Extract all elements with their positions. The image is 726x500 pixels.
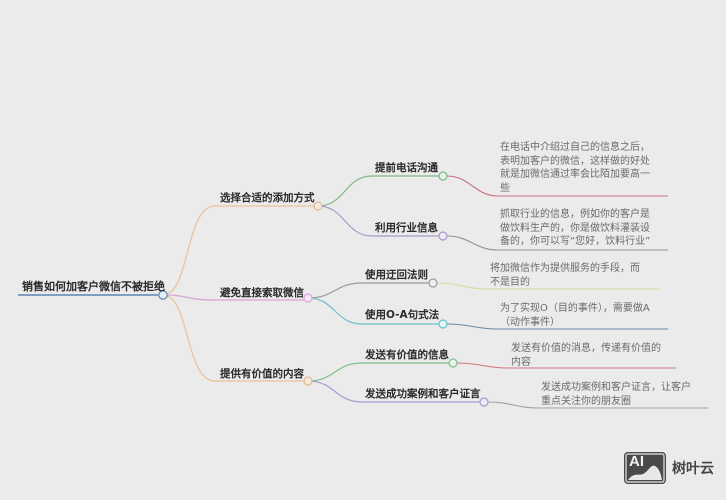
branch-topic-provide-value[interactable]: 提供有价值的内容	[220, 368, 304, 380]
connector-b1-c2	[317, 205, 439, 237]
note-industry-info: 抓取行业的信息，例如你的客户是 做饮料生产的，你是做饮料灌装设 备的，你可以写“…	[500, 209, 651, 247]
logo-ai-text: AI	[629, 453, 644, 470]
connector-note-6	[487, 401, 708, 409]
subtopic-indirect-rule[interactable]: 使用迂回法则	[365, 269, 428, 281]
note-indirect-rule: 将加微信作为提供服务的手段，而 不是目的	[490, 263, 640, 288]
b2c1-node-handle[interactable]	[428, 278, 438, 288]
root-topic[interactable]: 销售如何加客户微信不被拒绝	[22, 280, 165, 293]
branch1-node-handle[interactable]	[313, 201, 323, 211]
root-node-handle[interactable]	[158, 290, 168, 300]
note-oa-sentence: 为了实现O（目的事件），需要做A （动作事件）	[500, 303, 650, 328]
connector-root-branch3	[162, 294, 304, 382]
note-send-cases: 发送成功案例和客户证言，让客户 重点关注你的朋友圈	[541, 382, 691, 407]
branch-topic-choose-method[interactable]: 选择合适的添加方式	[220, 192, 315, 204]
connector-b3-c1	[307, 362, 449, 382]
mountain-icon	[625, 453, 665, 483]
note-send-valuable-info: 发送有价值的消息，传递有价值的 内容	[511, 343, 661, 368]
connector-note-5	[456, 362, 676, 369]
connector-b3-c2	[307, 380, 480, 403]
connector-note-1	[446, 175, 668, 197]
branch-topic-avoid-direct-ask[interactable]: 避免直接索取微信	[220, 287, 304, 299]
branch2-node-handle[interactable]	[303, 293, 313, 303]
brand-name: 树叶云	[672, 461, 714, 477]
ai-image-icon: AI	[624, 452, 666, 484]
connector-note-3	[436, 282, 660, 290]
subtopic-industry-info[interactable]: 利用行业信息	[375, 222, 438, 234]
branch3-node-handle[interactable]	[303, 376, 313, 386]
b2c2-node-handle[interactable]	[438, 319, 448, 329]
connector-b2-c1	[307, 282, 429, 299]
connector-note-4	[446, 323, 668, 330]
subtopic-send-cases[interactable]: 发送成功案例和客户证言	[365, 388, 481, 400]
b3c1-node-handle[interactable]	[448, 358, 458, 368]
subtopic-send-valuable-info[interactable]: 发送有价值的信息	[365, 349, 449, 361]
connector-b1-c1	[317, 175, 439, 207]
b1c2-node-handle[interactable]	[438, 231, 448, 241]
note-phone-first: 在电话中介绍过自己的信息之后， 表明加客户的微信，这样做的好处 就是加微信通过率…	[500, 142, 650, 194]
watermark-logo: AI 树叶云	[624, 452, 714, 484]
connector-b2-c2	[307, 297, 439, 325]
b3c2-node-handle[interactable]	[479, 397, 489, 407]
connector-root-branch1	[162, 205, 314, 296]
subtopic-oa-sentence[interactable]: 使用O-A句式法	[365, 309, 440, 321]
b1c1-node-handle[interactable]	[438, 171, 448, 181]
subtopic-phone-first[interactable]: 提前电话沟通	[375, 162, 438, 174]
connector-root-branch2	[162, 294, 304, 301]
connector-note-2	[446, 235, 668, 251]
